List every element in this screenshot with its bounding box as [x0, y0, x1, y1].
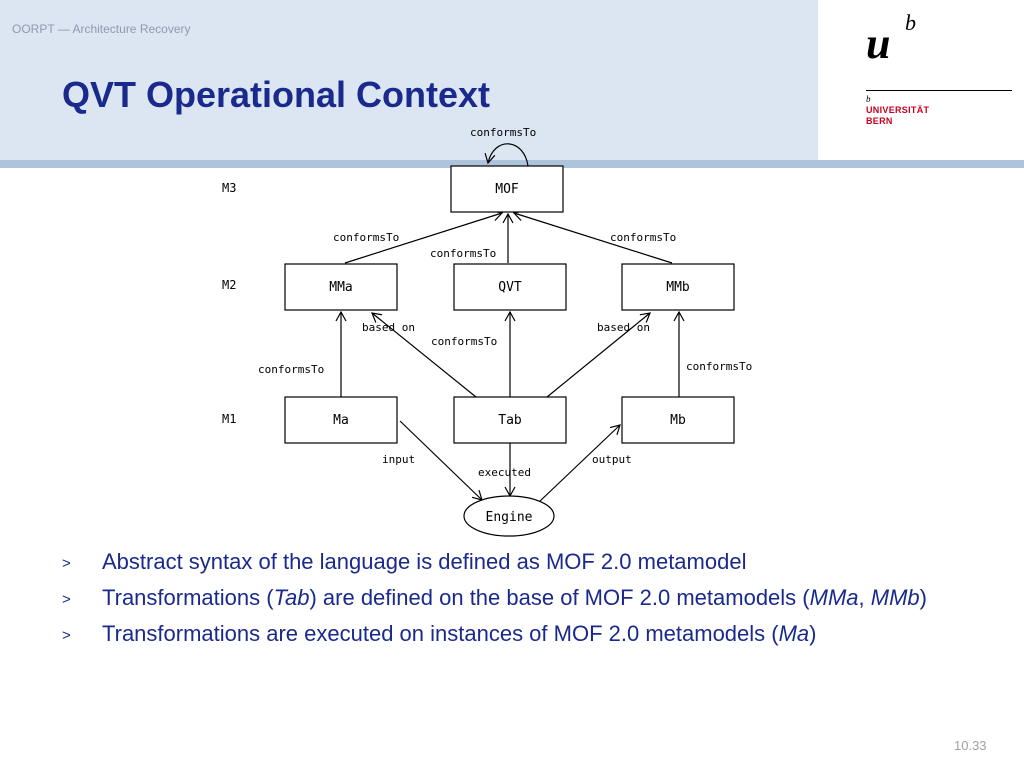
bullet-text: )	[919, 585, 927, 610]
bullet-list: > Abstract syntax of the language is def…	[62, 548, 1002, 656]
level-m3-label: M3	[222, 181, 236, 195]
logo-small-b: b	[866, 94, 871, 104]
bullet-text: ,	[858, 585, 871, 610]
node-mb	[621, 396, 735, 444]
edge-label-mof-self: conformsTo	[470, 126, 536, 139]
node-mof-label: MOF	[495, 182, 519, 197]
bullet-emphasis-tab: Tab	[273, 585, 310, 610]
bullet-item: > Abstract syntax of the language is def…	[62, 548, 1002, 575]
logo-city-text: BERN	[866, 116, 893, 126]
bullet-text: Transformations (	[102, 585, 274, 610]
edge-mma-mof	[344, 210, 504, 264]
edge-mmb-mof	[512, 210, 673, 264]
edge-label-ma-engine: input	[382, 453, 415, 466]
edge-ma-engine	[399, 420, 483, 501]
edge-label-ma-mma: conformsTo	[258, 363, 324, 376]
edge-label-tab-qvt: conformsTo	[431, 335, 497, 348]
logo-university-text: UNIVERSITÄT	[866, 105, 930, 115]
node-mmb-label: MMb	[666, 280, 690, 295]
edge-label-tab-mmb: based on	[597, 321, 650, 334]
bullet-text: Abstract syntax of the language is defin…	[102, 549, 747, 574]
level-m1-label: M1	[222, 412, 236, 426]
header-band	[0, 0, 818, 160]
course-label: OORPT — Architecture Recovery	[12, 22, 191, 36]
edge-label-tab-engine: executed	[478, 466, 531, 479]
node-engine	[463, 495, 555, 537]
node-ma	[284, 396, 398, 444]
bullet-text: )	[809, 621, 817, 646]
level-m2-label: M2	[222, 278, 236, 292]
edge-label-mb-mmb: conformsTo	[686, 360, 752, 373]
edge-label-qvt-mof: conformsTo	[430, 247, 496, 260]
bullet-item: > Transformations are executed on instan…	[62, 620, 1002, 647]
slide-title: QVT Operational Context	[62, 74, 491, 115]
header-rule	[0, 160, 1024, 168]
bullet-marker: >	[62, 627, 71, 644]
bullet-emphasis-mma: MMa	[809, 585, 859, 610]
edge-label-mma-mof: conformsTo	[333, 231, 399, 244]
bullet-marker: >	[62, 591, 71, 608]
node-mb-label: Mb	[670, 413, 686, 428]
edge-mof-self	[484, 143, 529, 167]
university-logo-u: u	[866, 19, 891, 68]
node-mma-label: MMa	[329, 280, 352, 295]
node-ma-label: Ma	[333, 413, 349, 428]
university-logo-b: b	[905, 10, 916, 35]
edge-label-tab-mma: based on	[362, 321, 415, 334]
node-mma	[284, 263, 398, 311]
logo-panel	[818, 0, 1024, 160]
logo-divider	[866, 90, 1012, 91]
bullet-text: Transformations are executed on instance…	[102, 621, 779, 646]
node-tab-label: Tab	[498, 413, 522, 428]
bullet-text: ) are defined on the base of MOF 2.0 met…	[309, 585, 810, 610]
page-number: 10.33	[954, 738, 987, 753]
node-qvt	[453, 263, 567, 311]
node-mmb	[621, 263, 735, 311]
edge-label-engine-mb: output	[592, 453, 632, 466]
node-qvt-label: QVT	[498, 280, 522, 295]
edge-tab-mmb	[546, 312, 651, 398]
bullet-emphasis-mmb: MMb	[870, 585, 920, 610]
edge-tab-mma	[371, 312, 477, 398]
bullet-item: > Transformations (Tab) are defined on t…	[62, 584, 1002, 611]
bullet-emphasis-ma: Ma	[778, 621, 810, 646]
bullet-marker: >	[62, 555, 71, 572]
node-engine-label: Engine	[486, 510, 533, 525]
node-tab	[453, 396, 567, 444]
edge-label-mmb-mof: conformsTo	[610, 231, 676, 244]
node-mof	[450, 165, 564, 213]
edge-engine-mb	[538, 424, 621, 503]
